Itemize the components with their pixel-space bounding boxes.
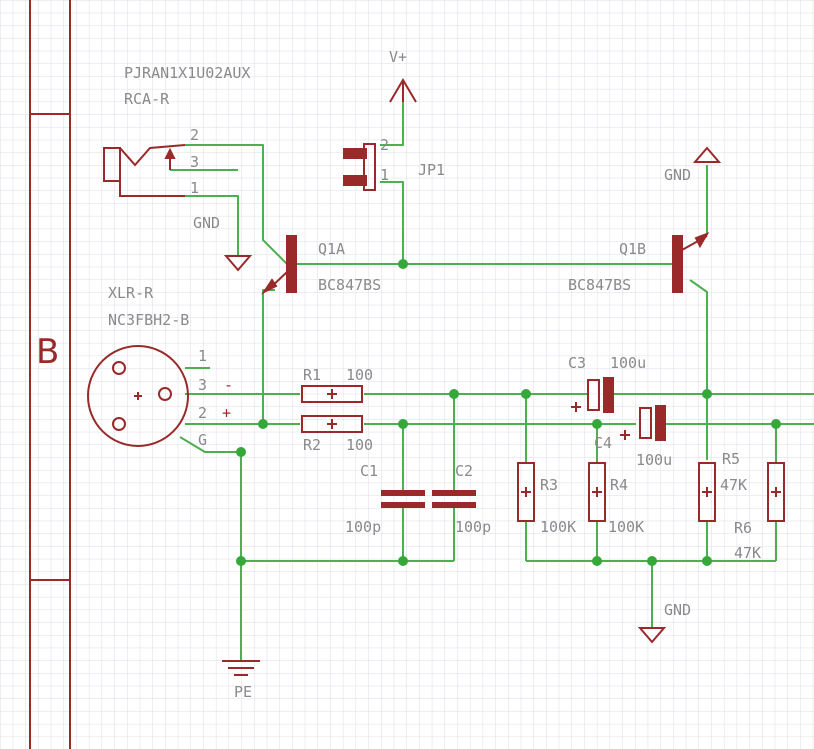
- r2-resistor-symbol: [301, 415, 363, 433]
- q1a-name-label: Q1A: [318, 240, 345, 258]
- c1-value-label: 100p: [345, 518, 381, 536]
- rca-pin2-label: 2: [190, 126, 199, 144]
- xlr-plus-label: +: [222, 404, 231, 422]
- c1-name-label: C1: [360, 462, 378, 480]
- drawing-frame: [29, 0, 71, 749]
- vplus-label: V+: [389, 48, 407, 66]
- c4-capacitor-symbol: [620, 405, 666, 441]
- r5-resistor-symbol: [698, 462, 716, 522]
- q1b-name-label: Q1B: [619, 240, 646, 258]
- c4-name-label: C4: [594, 434, 612, 452]
- r4-resistor-symbol: [588, 462, 606, 522]
- c2-value-label: 100p: [455, 518, 491, 536]
- c1-capacitor-symbol: [381, 490, 425, 508]
- gnd-label-1: GND: [193, 214, 220, 232]
- rca-jack-symbol: [103, 144, 186, 197]
- gnd-symbol-2: [692, 146, 722, 163]
- rca-name-label: RCA-R: [124, 90, 170, 108]
- gnd-label-2: GND: [664, 166, 691, 184]
- xlr-pin3-label: 3: [198, 376, 207, 394]
- rca-value-label: PJRAN1X1U02AUX: [124, 64, 250, 82]
- jp1-name-label: JP1: [418, 161, 445, 179]
- xlr-name-label: XLR-R: [108, 284, 154, 302]
- r1-name-label: R1: [303, 366, 321, 384]
- pe-earth-symbol: [222, 660, 260, 676]
- r2-name-label: R2: [303, 436, 321, 454]
- c2-name-label: C2: [455, 462, 473, 480]
- r1-resistor-symbol: [301, 385, 363, 403]
- c3-value-label: 100u: [610, 354, 646, 372]
- rca-pin1-label: 1: [190, 179, 199, 197]
- r3-name-label: R3: [540, 476, 558, 494]
- q1a-transistor-symbol: [261, 235, 297, 295]
- r6-resistor-symbol: [767, 462, 785, 522]
- r3-value-label: 100K: [540, 518, 576, 536]
- jp1-pin1-label: 1: [380, 166, 389, 184]
- r5-name-label: R5: [722, 450, 740, 468]
- jp1-pin2-label: 2: [380, 136, 389, 154]
- c4-value-label: 100u: [636, 451, 672, 469]
- c3-name-label: C3: [568, 354, 586, 372]
- r3-resistor-symbol: [517, 462, 535, 522]
- xlr-pin1-label: 1: [198, 347, 207, 365]
- q1a-value-label: BC847BS: [318, 276, 381, 294]
- r6-name-label: R6: [734, 519, 752, 537]
- xlr-connector-symbol: [87, 345, 189, 447]
- q1b-transistor-symbol: [672, 232, 710, 293]
- q1b-value-label: BC847BS: [568, 276, 631, 294]
- xlr-pinG-label: G: [198, 431, 207, 449]
- r4-value-label: 100K: [608, 518, 644, 536]
- r2-value-label: 100: [346, 436, 373, 454]
- xlr-minus-label: -: [224, 376, 233, 394]
- junctions: [236, 259, 781, 566]
- gnd-label-3: GND: [664, 601, 691, 619]
- rca-pin3-label: 3: [190, 153, 199, 171]
- sheet-zone-letter: B: [36, 332, 59, 372]
- gnd-symbol-3: [637, 627, 667, 644]
- r6-value-label: 47K: [734, 544, 761, 562]
- r5-value-label: 47K: [720, 476, 747, 494]
- vplus-symbol: [389, 78, 417, 103]
- r1-value-label: 100: [346, 366, 373, 384]
- c3-capacitor-symbol: [571, 377, 614, 413]
- pe-label: PE: [234, 683, 252, 701]
- c2-capacitor-symbol: [432, 490, 476, 508]
- xlr-pin2-label: 2: [198, 404, 207, 422]
- gnd-symbol-1: [223, 255, 253, 272]
- jp1-symbol: [343, 143, 376, 191]
- xlr-value-label: NC3FBH2-B: [108, 311, 189, 329]
- r4-name-label: R4: [610, 476, 628, 494]
